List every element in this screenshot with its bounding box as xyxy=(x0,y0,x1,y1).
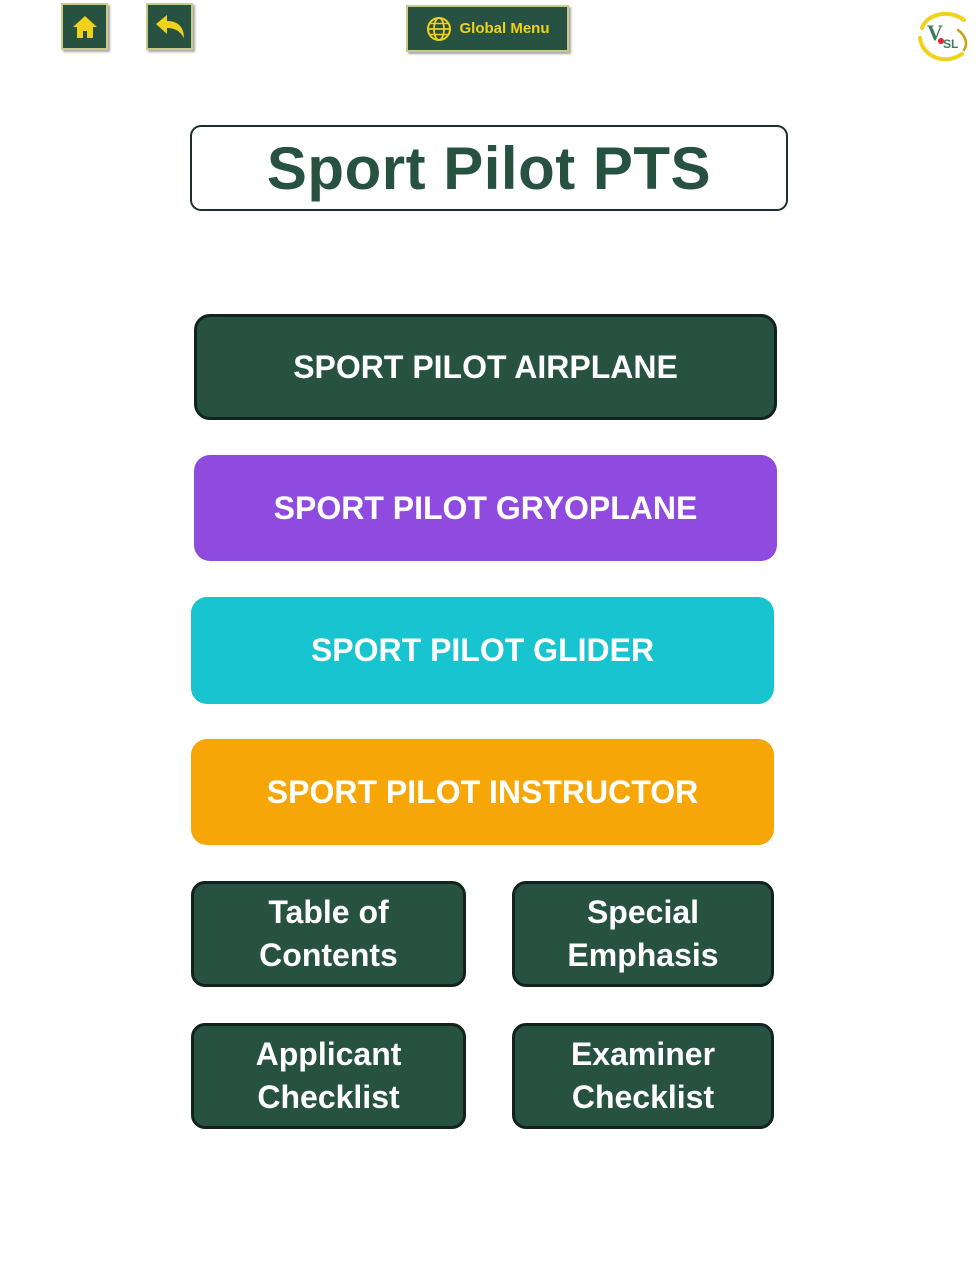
logo-letter: V xyxy=(927,20,943,45)
sport-pilot-glider-button[interactable]: SPORT PILOT GLIDER xyxy=(191,597,774,704)
applicant-label-line1: Applicant xyxy=(255,1036,402,1072)
sport-pilot-glider-label: SPORT PILOT GLIDER xyxy=(310,632,655,668)
special-emphasis-button[interactable]: Special Emphasis xyxy=(512,881,774,987)
back-button[interactable] xyxy=(146,3,193,50)
examiner-label-line2: Checklist xyxy=(571,1079,715,1115)
sport-pilot-gyroplane-button[interactable]: SPORT PILOT GRYOPLANE xyxy=(194,455,777,561)
vsl-logo: V SL xyxy=(914,10,972,64)
applicant-label-line2: Checklist xyxy=(257,1079,400,1115)
sport-pilot-instructor-label: SPORT PILOT INSTRUCTOR xyxy=(266,773,699,810)
logo-sub: SL xyxy=(943,37,958,51)
toc-label-line1: Table of xyxy=(268,894,389,930)
sport-pilot-airplane-button[interactable]: SPORT PILOT AIRPLANE xyxy=(194,314,777,420)
back-arrow-icon xyxy=(155,14,184,38)
special-label-line1: Special xyxy=(586,894,700,930)
sport-pilot-airplane-label: SPORT PILOT AIRPLANE xyxy=(293,348,678,385)
table-of-contents-button[interactable]: Table of Contents xyxy=(191,881,466,987)
page-title-box: Sport Pilot PTS xyxy=(190,125,788,211)
examiner-checklist-button[interactable]: Examiner Checklist xyxy=(512,1023,774,1129)
global-menu-button[interactable]: Global Menu xyxy=(406,5,569,52)
global-menu-label: Global Menu xyxy=(459,20,550,37)
home-icon xyxy=(72,15,97,38)
sport-pilot-gyroplane-label: SPORT PILOT GRYOPLANE xyxy=(273,489,698,526)
applicant-checklist-button[interactable]: Applicant Checklist xyxy=(191,1023,466,1129)
toc-label-line2: Contents xyxy=(259,937,398,973)
examiner-label-line1: Examiner xyxy=(570,1036,716,1072)
special-label-line2: Emphasis xyxy=(567,937,719,973)
page-title: Sport Pilot PTS xyxy=(266,134,712,202)
home-button[interactable] xyxy=(61,3,108,50)
sport-pilot-instructor-button[interactable]: SPORT PILOT INSTRUCTOR xyxy=(191,739,774,845)
globe-icon xyxy=(426,16,451,41)
